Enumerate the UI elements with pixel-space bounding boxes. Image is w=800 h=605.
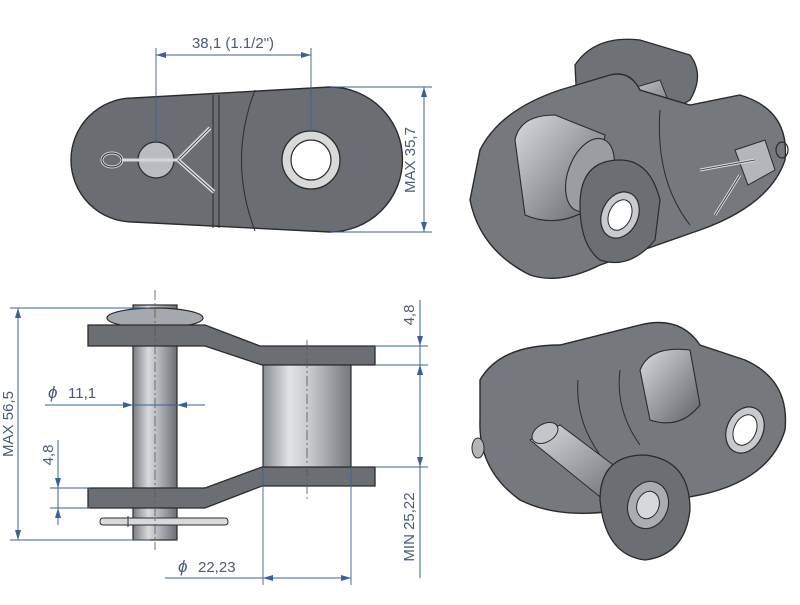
pitch-label: 38,1 (1.1/2")	[192, 35, 274, 52]
lower-side-plate	[87, 466, 376, 509]
side-view	[87, 290, 376, 550]
plate-thickness-left-dimension: 4,8	[40, 440, 90, 525]
pin-diameter-dimension: ϕ 11,1	[45, 383, 205, 408]
total-length-dimension: MAX 56,5	[0, 307, 150, 541]
plate-thickness-right-dimension: 4,8	[375, 300, 428, 380]
plate-thickness-left-label: 4,8	[40, 445, 57, 466]
max-length-label: MAX 56,5	[0, 391, 17, 457]
top-view-plate	[70, 86, 404, 233]
roller-diameter-symbol: ϕ	[178, 557, 187, 576]
inner-width-dimension: MIN 25,22	[375, 365, 428, 578]
plate-height-dimension: MAX 35,7	[330, 86, 432, 233]
pitch-dimension: 38,1 (1.1/2")	[155, 35, 312, 142]
plate-thickness-right-label: 4,8	[401, 305, 418, 326]
pin-diameter-label: 11,1	[68, 385, 96, 402]
iso-view-rear	[471, 321, 787, 561]
iso-view-front	[469, 38, 789, 280]
roller-diameter-dimension: ϕ 22,23	[165, 467, 352, 585]
min-width-label: MIN 25,22	[401, 492, 418, 561]
upper-side-plate	[87, 324, 376, 366]
roller-diameter-label: 22,23	[198, 559, 236, 576]
cotter-pin	[99, 517, 229, 526]
max-height-label: MAX 35,7	[402, 127, 419, 193]
pin-diameter-symbol: ϕ	[48, 383, 57, 402]
